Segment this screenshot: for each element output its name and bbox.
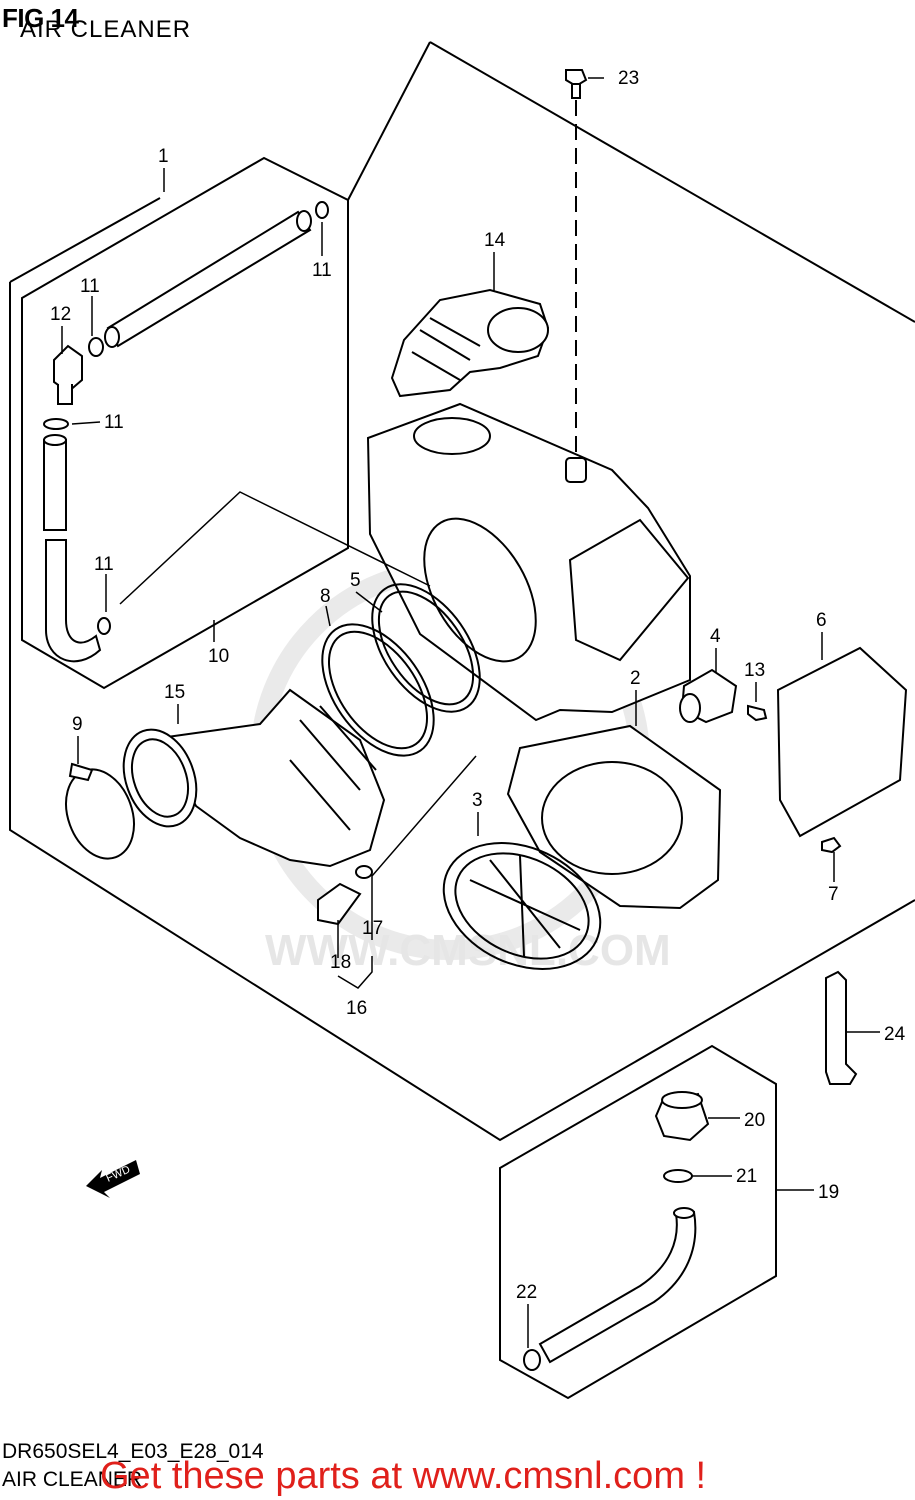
bolt-23-part [565,69,588,460]
strap-24-part [825,970,858,1085]
part-number-labels: 1 2 3 4 5 6 7 8 9 10 11 11 11 11 12 13 1… [50,68,906,1303]
hose-kit-box [21,156,349,690]
label-14: 14 [484,230,506,251]
label-21: 21 [736,1166,757,1187]
label-1: 1 [158,146,169,167]
label-8: 8 [320,586,331,607]
label-10: 10 [208,646,229,667]
label-11-b: 11 [80,276,100,297]
filter-element-part [506,724,722,910]
drain-plug-parts [317,865,373,926]
label-5: 5 [350,570,361,591]
screen-5-part [371,583,481,713]
gasket-8-part [321,623,435,757]
label-11-c: 11 [104,412,124,433]
separator-kit-box [499,1044,777,1400]
intake-pipe-15-part [122,688,386,868]
label-20: 20 [744,1110,765,1131]
label-11-a: 11 [312,260,332,281]
label-11-d: 11 [94,554,114,575]
diagram-footer: AIR CLEANER [2,1468,143,1491]
label-6: 6 [816,610,827,631]
label-9: 9 [72,714,83,735]
clamp-9-part [65,762,135,860]
separator-parts [523,1091,710,1371]
label-12: 12 [50,304,71,325]
hose-clamp-parts [43,201,329,635]
watermark-text: WWW.CMSNL.COM [265,926,671,975]
label-23: 23 [618,68,639,89]
label-7: 7 [828,884,839,905]
diagram-code: DR650SEL4_E03_E28_014 [2,1440,264,1463]
air-cleaner-case-2-part [366,402,691,722]
label-19: 19 [818,1182,839,1203]
label-2: 2 [630,668,641,689]
label-24: 24 [884,1024,906,1045]
intake-duct-14-part [390,288,550,398]
figure-title: FIG 14 [2,3,79,33]
assembly-outline [9,41,915,1142]
label-13: 13 [744,660,765,681]
label-17: 17 [362,918,383,939]
leader-lines [61,77,880,1348]
cover-6-part [776,646,908,854]
breather-hose-part [43,210,312,663]
label-18: 18 [330,952,351,973]
fitting-4-part [679,668,768,724]
label-16: 16 [346,998,367,1019]
figure-subtitle: AIR CLEANER [20,16,192,43]
label-3: 3 [472,790,483,811]
label-4: 4 [710,626,721,647]
label-15: 15 [164,682,185,703]
label-22: 22 [516,1282,537,1303]
forward-arrow-icon: FWD [86,1160,140,1198]
promo-link[interactable]: Get these parts at www.cmsnl.com ! [100,1455,707,1497]
element-cage-3-part [442,842,602,970]
